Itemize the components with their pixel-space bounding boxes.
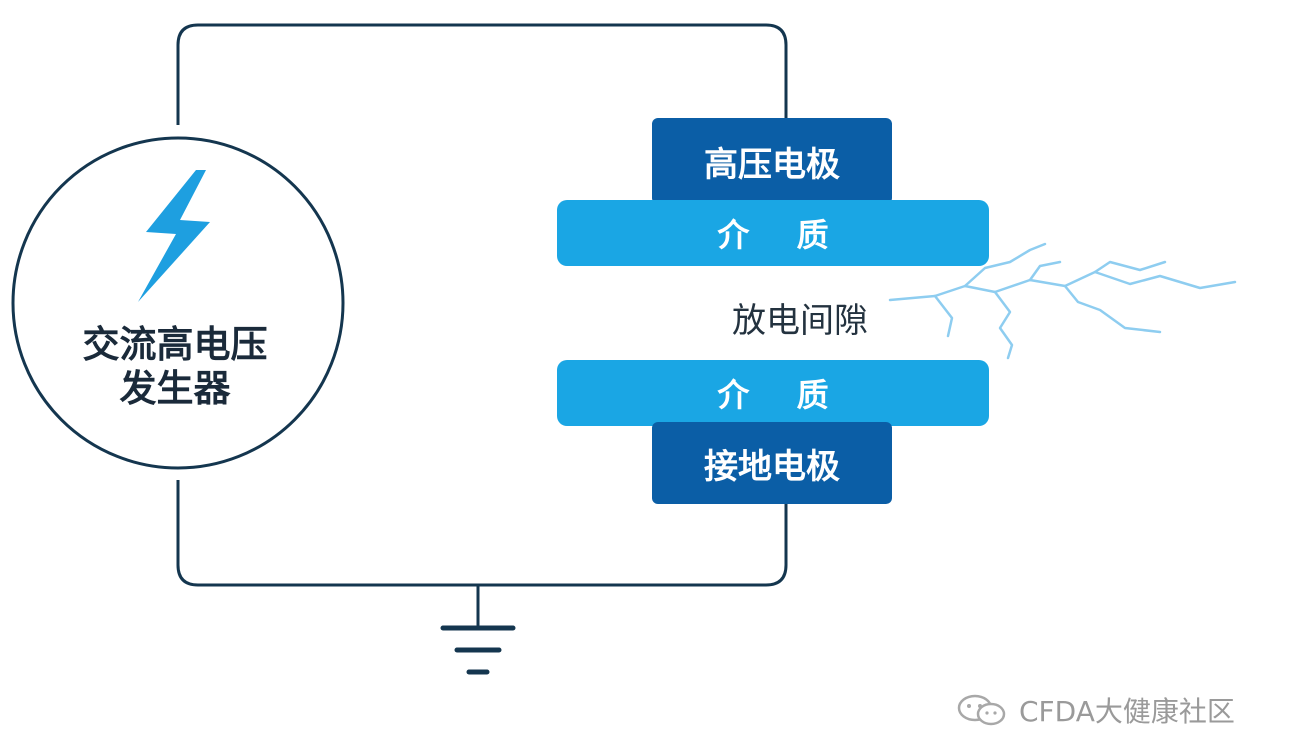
watermark-text: CFDA大健康社区 xyxy=(1019,695,1235,728)
discharge-gap-label: 放电间隙 xyxy=(732,300,868,341)
high-voltage-electrode-label: 高压电极 xyxy=(704,144,840,185)
dielectric-top-label: 介 质 xyxy=(717,216,829,254)
dielectric-bottom xyxy=(557,360,989,426)
watermark: CFDA大健康社区 xyxy=(955,690,1235,730)
generator-label-line2: 发生器 xyxy=(119,367,231,410)
high-voltage-electrode xyxy=(652,118,892,204)
ground-electrode-label: 接地电极 xyxy=(704,446,840,487)
generator-label: 交流高电压 发生器 xyxy=(30,322,320,412)
ground-electrode xyxy=(652,422,892,504)
ground-icon xyxy=(440,583,516,675)
wire-bottom xyxy=(176,480,788,587)
wechat-icon xyxy=(957,694,1006,726)
wire-top xyxy=(176,23,788,125)
dielectric-bottom-label: 介 质 xyxy=(717,376,829,414)
generator-circle xyxy=(11,136,345,470)
dielectric-top xyxy=(557,200,989,266)
lightning-bolt-icon xyxy=(138,170,210,302)
discharge-spark-icon xyxy=(888,242,1237,360)
generator-label-line1: 交流高电压 xyxy=(82,323,268,366)
